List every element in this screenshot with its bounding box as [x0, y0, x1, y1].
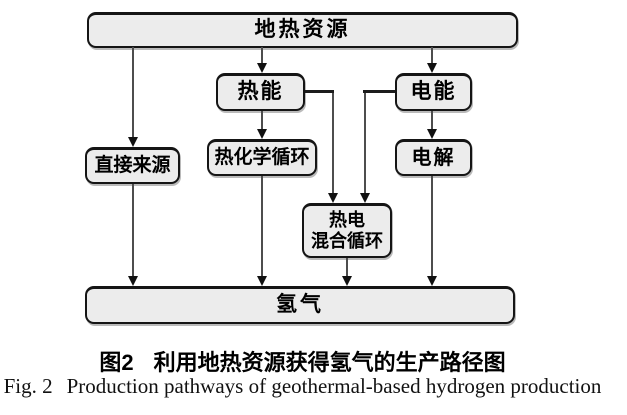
- node-label: 直接来源: [94, 155, 171, 177]
- edge-electric-hybrid-hline: [363, 90, 395, 93]
- node-label: 热能: [237, 80, 284, 104]
- arrowhead-into-electrolysis: [427, 129, 437, 139]
- arrowhead-heat-into-hybrid: [328, 193, 338, 203]
- node-thermochemical-cycle: 热化学循环: [207, 139, 317, 176]
- node-label: 热电 混合循环: [311, 210, 383, 251]
- node-label: 氢气: [276, 293, 324, 317]
- figure-caption-zh: 图2 利用地热资源获得氢气的生产路径图: [87, 345, 518, 377]
- arrowhead-into-thermochemical: [257, 129, 267, 139]
- edge-heat-hybrid-hline: [305, 90, 334, 93]
- node-hydrogen: 氢气: [85, 286, 515, 324]
- edge-heat-thermochemical-line: [261, 111, 263, 132]
- node-label: 电能: [410, 80, 457, 104]
- edge-thermochemical-hydrogen-line: [261, 176, 263, 279]
- figure-caption-en: Fig. 2 Production pathways of geothermal…: [0, 374, 605, 399]
- arrowhead-electrolysis-into-hydrogen: [427, 276, 437, 286]
- node-electric-energy: 电能: [395, 73, 472, 111]
- arrowhead-into-electric: [427, 63, 437, 73]
- edge-direct-hydrogen-line: [132, 184, 134, 279]
- node-label: 热化学循环: [214, 147, 310, 169]
- edge-heat-hybrid-vline: [332, 90, 334, 196]
- edge-electrolysis-hydrogen-line: [431, 176, 433, 279]
- figure-title-zh: 利用地热资源获得氢气的生产路径图: [153, 350, 506, 375]
- arrowhead-electric-into-hybrid: [360, 193, 370, 203]
- node-label: 地热资源: [254, 18, 351, 42]
- arrowhead-hybrid-into-hydrogen: [342, 276, 352, 286]
- edge-geothermal-electric-line: [431, 47, 433, 66]
- arrowhead-into-heat: [257, 63, 267, 73]
- arrowhead-direct-into-hydrogen: [128, 276, 138, 286]
- edge-electric-electrolysis-line: [431, 111, 433, 132]
- edge-electric-hybrid-vline: [364, 90, 366, 196]
- edge-geothermal-heat-line: [261, 47, 263, 66]
- edge-hybrid-hydrogen-line: [346, 258, 348, 279]
- edge-geothermal-direct-line: [132, 47, 134, 139]
- node-electrolysis: 电解: [395, 139, 472, 176]
- node-direct-source: 直接来源: [85, 147, 180, 184]
- node-thermoelectric-hybrid-cycle: 热电 混合循环: [302, 203, 392, 258]
- figure-title-en: Production pathways of geothermal-based …: [66, 374, 602, 398]
- node-label: 电解: [411, 146, 456, 169]
- node-geothermal-resources: 地热资源: [87, 12, 518, 48]
- node-heat-energy: 热能: [216, 73, 305, 111]
- arrowhead-thermochemical-into-hydrogen: [257, 276, 267, 286]
- arrowhead-into-direct: [128, 137, 138, 147]
- figure-number-zh: 图2: [99, 350, 134, 375]
- figure-number-en: Fig. 2: [3, 374, 53, 398]
